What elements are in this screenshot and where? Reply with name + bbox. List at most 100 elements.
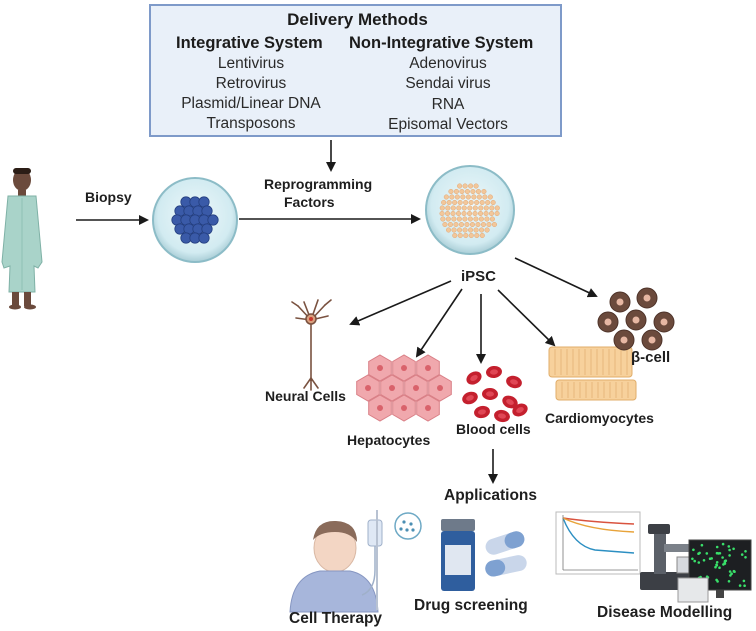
non-integrative-system-heading: Non-Integrative System: [349, 34, 534, 52]
beta-cell-label: β-cell: [631, 349, 671, 366]
drug-screening-label: Drug screening: [414, 597, 528, 614]
fluorescent-dot: [743, 584, 746, 587]
fluorescent-dot: [698, 551, 701, 555]
ipsc-cell: [458, 221, 464, 228]
ipsc-cell: [457, 199, 463, 206]
ipsc-cell: [460, 194, 466, 200]
patient-figure: [1, 168, 43, 310]
ipsc-cell: [477, 210, 484, 217]
hepatocyte-nucleus: [401, 405, 407, 411]
ipsc-cell: [466, 210, 473, 217]
fluorescent-dot: [721, 542, 725, 546]
fluorescent-dot: [715, 563, 718, 567]
ipsc-cell: [462, 227, 468, 233]
ipsc-cell: [447, 221, 453, 228]
ipsc-cell: [485, 199, 491, 206]
ipsc-cell: [467, 216, 473, 222]
ipsc-cell: [459, 188, 465, 195]
fluorescent-dot: [740, 553, 744, 556]
fluorescent-dot: [721, 556, 724, 559]
fluorescent-dot: [697, 561, 701, 564]
ipsc-cell: [473, 216, 479, 222]
ipsc-cell: [457, 183, 463, 189]
blood-cell-center: [478, 409, 486, 415]
ipsc-cell: [439, 205, 445, 211]
ipsc-cell: [465, 194, 471, 200]
beta-cell-nucleus: [616, 298, 624, 306]
ipsc-cell: [446, 199, 452, 206]
fluorescent-dot: [738, 584, 742, 587]
fluorescent-dot: [732, 569, 736, 573]
fluorescent-dot: [693, 559, 696, 563]
ipsc-cell: [445, 205, 451, 211]
fluorescent-dot: [718, 566, 721, 569]
neural-cells-label: Neural Cells: [265, 388, 346, 404]
integrative-item: Retrovirus: [215, 75, 287, 92]
hepatocyte-nucleus: [389, 385, 395, 391]
ipsc-cell: [474, 199, 480, 206]
ipsc-cell: [489, 216, 495, 222]
ipsc-cell: [475, 221, 481, 228]
ipsc-cell: [472, 210, 478, 217]
factors-label: Factors: [284, 194, 335, 210]
ipsc-cell: [467, 205, 473, 211]
ipsc-cell: [482, 194, 488, 200]
ipsc-cell: [486, 221, 492, 228]
non-integrative-item: Adenovirus: [409, 55, 487, 72]
somatic-cell-dish: [152, 177, 238, 263]
fluorescent-dot: [744, 550, 747, 553]
ipsc-cell: [483, 205, 489, 211]
fluorescent-dot: [715, 561, 719, 564]
beta-cell-nucleus: [620, 336, 628, 344]
beta-cell-nucleus: [660, 318, 668, 326]
ipsc-cell: [461, 210, 467, 217]
ipsc-cell: [463, 232, 469, 239]
ipsc-cell: [478, 216, 484, 222]
fluorescent-dot: [714, 565, 717, 569]
ipsc-cell: [484, 216, 490, 222]
ipsc-cell: [481, 188, 487, 195]
ipsc-cell: [456, 216, 462, 222]
cardiomyocytes-icon: [548, 346, 637, 401]
ipsc-cell: [464, 188, 470, 195]
ipsc-cell: [470, 188, 476, 195]
ipsc-cell: [468, 227, 474, 233]
integrative-item: Lentivirus: [217, 55, 285, 72]
fluorescent-dot: [728, 570, 732, 573]
blood-cells-icon: [462, 365, 528, 423]
ipsc-cell: [457, 232, 463, 239]
ipsc-cell: [476, 194, 482, 200]
fluorescent-dot: [700, 543, 704, 547]
disease-modelling-icon: [555, 511, 752, 603]
fluorescent-dot: [727, 580, 731, 583]
fluorescent-dot: [708, 557, 712, 560]
integrative-item: Plasmid/Linear DNA: [181, 95, 321, 112]
ipsc-cell: [483, 210, 489, 217]
ipsc-cell: [464, 221, 470, 228]
ipsc-cell: [442, 221, 448, 228]
cell-therapy-label: Cell Therapy: [289, 610, 383, 627]
reprogramming-label: Reprogramming: [264, 176, 373, 192]
blood-cell-center: [516, 407, 524, 413]
hepatocyte-nucleus: [425, 405, 431, 411]
blood-cells-label: Blood cells: [456, 421, 531, 437]
ipsc-label: iPSC: [461, 268, 497, 285]
ipsc-cell: [468, 232, 474, 239]
blood-cell-center: [498, 413, 506, 419]
hepatocytes-icon: [356, 354, 452, 422]
ipsc-cell: [462, 216, 468, 222]
hepatocyte-nucleus: [365, 385, 371, 391]
fluorescent-dot: [732, 547, 735, 551]
ipsc-cell: [441, 199, 447, 206]
ipsc-cell: [489, 205, 495, 211]
blood-cell-center: [510, 379, 518, 385]
ipsc-cell: [446, 227, 452, 233]
ipsc-cell: [473, 183, 479, 189]
blood-cell-center: [466, 395, 474, 401]
hepatocyte-nucleus: [377, 365, 383, 371]
ipsc-cell: [484, 227, 490, 233]
blood-cell-center: [486, 391, 494, 397]
ipsc-cell: [456, 205, 462, 211]
ipsc-cell: [453, 221, 459, 228]
